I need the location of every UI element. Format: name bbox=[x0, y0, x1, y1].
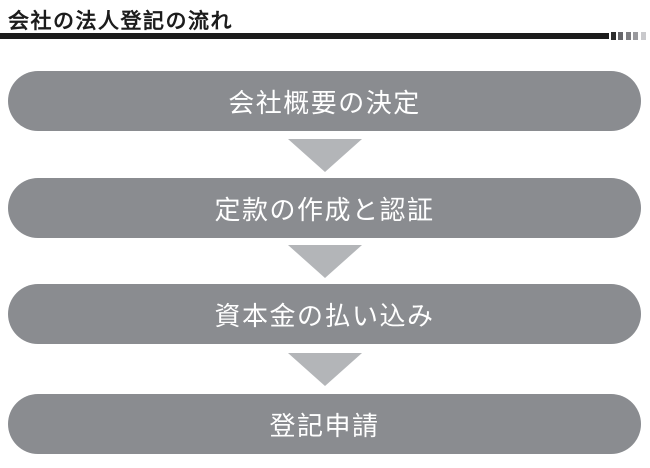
step-label: 会社概要の決定 bbox=[228, 87, 421, 118]
decor-square bbox=[611, 32, 616, 40]
down-arrow-icon bbox=[288, 245, 362, 278]
step-company-overview: 会社概要の決定 bbox=[8, 71, 641, 131]
page-title: 会社の法人登記の流れ bbox=[8, 10, 233, 33]
step-capital-payment: 資本金の払い込み bbox=[8, 284, 641, 344]
down-arrow-icon bbox=[288, 353, 362, 386]
step-registration-application: 登記申請 bbox=[8, 394, 641, 454]
step-label: 資本金の払い込み bbox=[214, 300, 435, 331]
decor-square bbox=[626, 32, 631, 40]
title-underline bbox=[0, 33, 609, 39]
decor-square bbox=[641, 32, 646, 40]
decor-square bbox=[633, 32, 638, 40]
step-label: 登記申請 bbox=[269, 410, 380, 441]
decor-square bbox=[618, 32, 623, 40]
step-label: 定款の作成と認証 bbox=[214, 194, 435, 225]
down-arrow-icon bbox=[288, 139, 362, 172]
step-articles-of-incorporation: 定款の作成と認証 bbox=[8, 178, 641, 238]
